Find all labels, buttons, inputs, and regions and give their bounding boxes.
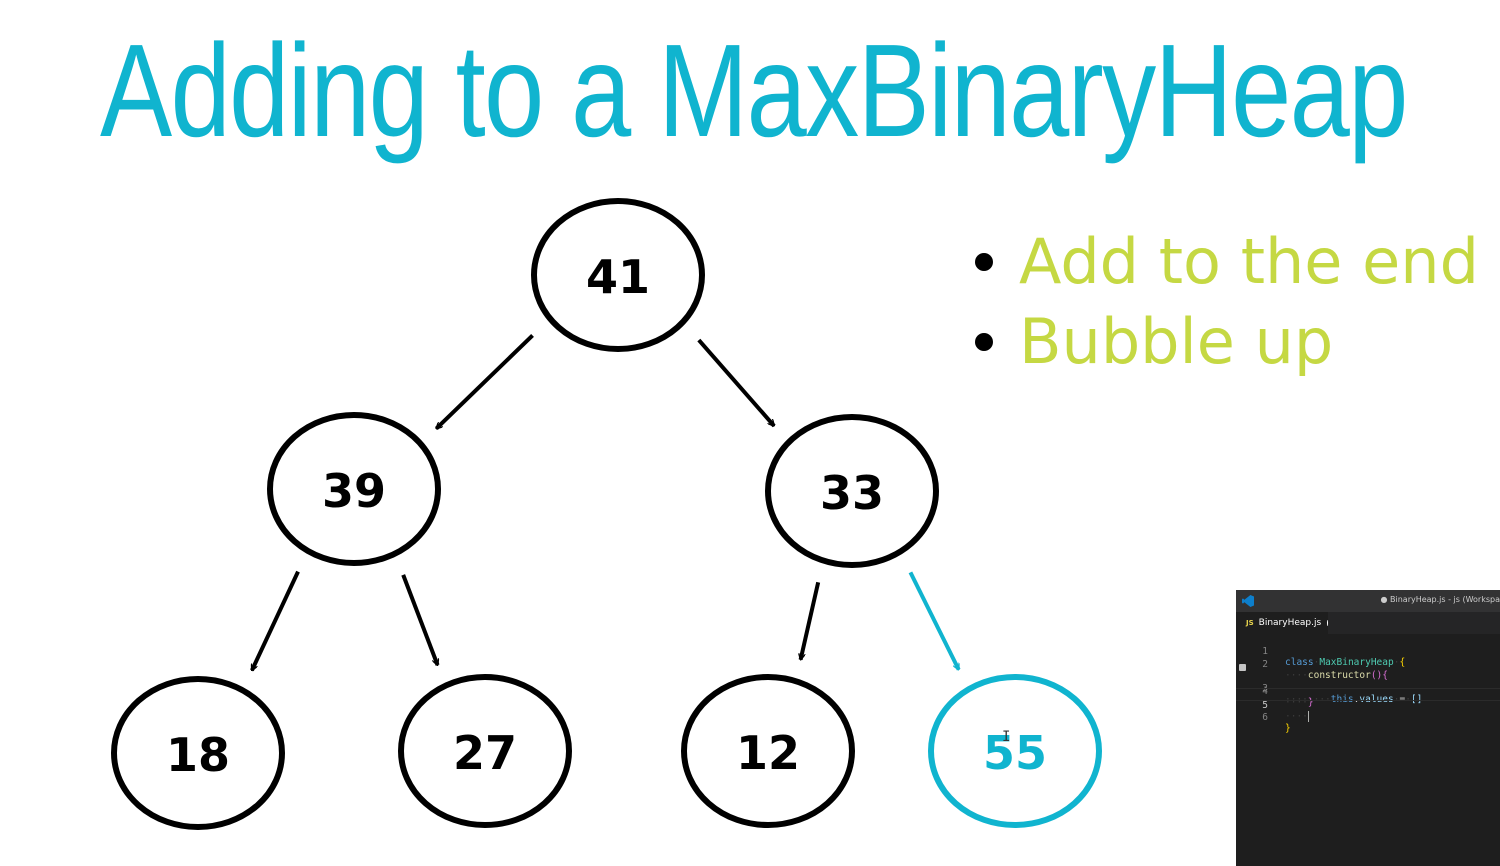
tree-node-label: 33 [820, 466, 884, 520]
tree-node: 33 [765, 414, 939, 568]
code-token: . [1353, 694, 1360, 706]
line-number: 1 [1262, 646, 1268, 657]
tree-node-circle [398, 674, 572, 828]
text-caret [1307, 710, 1309, 722]
code-token: MaxBinaryHeap [1319, 657, 1394, 668]
bullet-list: Add to the end Bubble up [975, 222, 1479, 382]
tree-node-circle [531, 198, 705, 352]
tree-node-circle [267, 412, 441, 566]
tree-node-label: 39 [322, 464, 386, 518]
bullet-item: Add to the end [975, 222, 1479, 302]
tree-node: 27 [398, 674, 572, 828]
tree-node-circle [681, 674, 855, 828]
tree-node-circle [765, 414, 939, 568]
code-line: 1 class·MaxBinaryHeap·{ [1236, 635, 1500, 668]
code-token: } [1285, 722, 1291, 734]
code-token: () [1370, 670, 1383, 682]
editor-window-title: ● BinaryHeap.js - js (Workspa [1380, 595, 1500, 604]
tree-edge-arrow [250, 570, 300, 671]
slide-title: Adding to a MaxBinaryHeap [100, 17, 1408, 164]
tree-edge-arrow [908, 571, 961, 669]
tree-node-label: 41 [586, 250, 650, 304]
tree-node: 18 [111, 676, 285, 830]
tab-binaryheap-js[interactable]: JS BinaryHeap.js [1236, 612, 1328, 634]
js-file-icon: JS [1246, 619, 1254, 627]
code-token: { [1399, 657, 1406, 668]
code-token: = [1399, 694, 1406, 706]
tab-label: BinaryHeap.js [1258, 618, 1322, 628]
tree-edge-arrow [801, 581, 821, 659]
tree-node-label: 12 [736, 726, 800, 780]
code-line: 2 ····constructor(){ [1236, 648, 1500, 681]
line-number: 6 [1262, 711, 1268, 723]
tree-edge-arrow [436, 334, 534, 428]
bullet-dot-icon [975, 253, 993, 271]
tree-node-label: 55 [983, 726, 1047, 780]
tree-node: 55 [928, 674, 1102, 828]
bullet-item: Bubble up [975, 302, 1479, 382]
tree-edge-arrow [697, 338, 776, 426]
line-number: 4 [1262, 685, 1268, 697]
tree-node: 39 [267, 412, 441, 566]
tree-node-circle [928, 674, 1102, 828]
code-area[interactable]: 1 class·MaxBinaryHeap·{ 2 ····constructo… [1236, 635, 1500, 734]
code-token: constructor [1307, 670, 1371, 682]
tree-node: 12 [681, 674, 855, 828]
code-token: } [1307, 696, 1314, 708]
tree-edge-arrow [401, 574, 440, 665]
tree-node-label: 27 [453, 726, 517, 780]
code-line: 6 } [1236, 701, 1500, 734]
code-line: 4 ····} [1236, 675, 1500, 708]
bullet-dot-icon [975, 333, 993, 351]
editor-tabbar: JS BinaryHeap.js [1236, 612, 1500, 634]
bullet-text: Add to the end [1019, 225, 1479, 298]
unsaved-dot-icon[interactable] [1327, 620, 1328, 626]
code-editor-window[interactable]: ● BinaryHeap.js - js (Workspa JS BinaryH… [1236, 590, 1500, 866]
line-number: 2 [1262, 659, 1268, 671]
code-token: values [1359, 694, 1394, 706]
tree-node: 41 [531, 198, 705, 352]
code-line: 3 ········this.values·=·[] [1236, 661, 1500, 705]
bullet-text: Bubble up [1019, 305, 1334, 378]
editor-titlebar: ● BinaryHeap.js - js (Workspa [1236, 590, 1500, 612]
tree-node-circle [111, 676, 285, 830]
code-line-active: 5 ···· [1236, 687, 1500, 722]
code-token: { [1382, 670, 1388, 682]
breakpoint-icon[interactable] [1239, 664, 1246, 672]
line-number: 3 [1262, 683, 1268, 695]
code-token: this [1330, 694, 1354, 706]
vscode-logo-icon [1242, 595, 1254, 607]
line-number: 5 [1262, 699, 1268, 711]
code-token: [] [1410, 694, 1423, 706]
tree-node-label: 18 [166, 728, 230, 782]
text-cursor-icon: I [1002, 729, 1011, 745]
code-token: class [1285, 657, 1314, 668]
